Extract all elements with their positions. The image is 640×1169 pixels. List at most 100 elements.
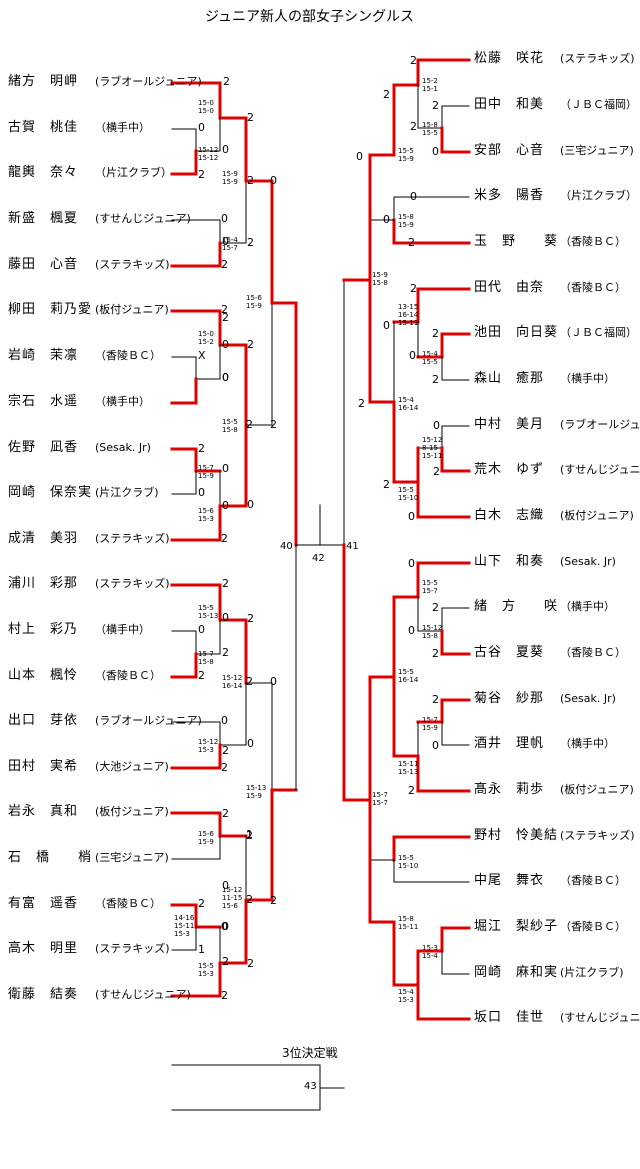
game-scores: 13-15 16-14 15-11 — [398, 303, 419, 327]
game-scores: 15-11 15-13 — [398, 760, 419, 776]
round-score: 0 — [408, 557, 415, 570]
player-name: 玉 野 葵 — [474, 234, 559, 249]
game-scores: 15-5 15-10 — [398, 486, 419, 502]
round-score: 2 — [247, 612, 254, 625]
player-club: (ステラキッズ) — [95, 942, 170, 955]
round-score: 2 — [410, 54, 417, 67]
round-score: 2 — [358, 397, 365, 410]
round-score: 2 — [410, 282, 417, 295]
player-name: 安部 心音 — [474, 143, 545, 158]
round-score: X — [198, 349, 206, 362]
player-club: (Sesak. Jr) — [560, 555, 616, 568]
player-name: 中尾 舞衣 — [474, 873, 545, 888]
player-club: （香陵ＢＣ） — [560, 281, 626, 294]
player-club: （横手中） — [560, 600, 615, 613]
round-score: 0 — [247, 737, 254, 750]
player-club: （片江クラブ） — [560, 189, 637, 202]
match-number-third-place: 43 — [304, 1081, 317, 1092]
player-name: 池田 向日葵 — [474, 325, 559, 340]
player-name: 田村 実希 — [8, 759, 79, 774]
player-club: （香陵ＢＣ） — [560, 235, 626, 248]
player-name: 村上 彩乃 — [8, 622, 79, 637]
game-scores: 15-8 15-5 — [422, 121, 438, 137]
game-scores: 15-5 15-7 — [422, 579, 438, 595]
round-score: 0 — [408, 510, 415, 523]
player-name: 堀江 梨紗子 — [474, 919, 559, 934]
round-score: 0 — [432, 739, 439, 752]
round-score: 0 — [222, 235, 229, 248]
game-scores: 15-0 15-2 — [198, 330, 214, 346]
round-score: 2 — [432, 327, 439, 340]
player-club: （横手中） — [95, 623, 150, 636]
player-club: (三宅ジュニア) — [95, 851, 169, 864]
game-scores: 15-4 15-5 — [422, 350, 438, 366]
round-score: 2 — [432, 601, 439, 614]
game-scores: 15-9 15-9 — [222, 170, 238, 186]
player-name: 菊谷 紗那 — [474, 691, 545, 706]
round-score: 2 — [247, 957, 254, 970]
game-scores: 15-12 15-8 — [422, 624, 443, 640]
game-scores: 15-7 15-7 — [372, 791, 388, 807]
player-name: 緒方 明岬 — [8, 74, 79, 89]
player-club: (板付ジュニア) — [560, 783, 634, 796]
player-club: (ステラキッズ) — [95, 258, 170, 271]
page-title: ジュニア新人の部女子シングルス — [205, 9, 415, 25]
player-name: 田代 由奈 — [474, 280, 545, 295]
game-scores: 15-12 11-15 15-6 — [222, 886, 243, 910]
game-scores: 15-12 15-3 — [198, 738, 219, 754]
round-score: 0 — [222, 499, 229, 512]
player-club: (片江クラブ) — [560, 966, 624, 979]
player-club: (板付ジュニア) — [560, 509, 634, 522]
game-scores: 15-7 15-9 — [198, 464, 214, 480]
round-score: 0 — [222, 920, 229, 933]
round-score: 0 — [221, 714, 228, 727]
game-scores: 15-13 15-9 — [246, 784, 267, 800]
round-score: 2 — [247, 174, 254, 187]
round-score: 0 — [222, 371, 229, 384]
player-name: 衛藤 結奏 — [8, 987, 79, 1002]
game-scores: 15-5 15-13 — [198, 604, 219, 620]
player-name: 宗石 水遥 — [8, 394, 79, 409]
game-scores: 15-12 16-14 — [222, 674, 243, 690]
player-club: (板付ジュニア) — [95, 303, 169, 316]
match-number-left-semi: 40 — [280, 541, 293, 552]
player-name: 石 橋 梢 — [8, 850, 93, 865]
player-name: 有富 遥香 — [8, 896, 79, 911]
round-score: 0 — [222, 879, 229, 892]
round-score: 0 — [270, 675, 277, 688]
player-club: (すせんじジュニア) — [95, 212, 191, 225]
round-score: 2 — [221, 761, 228, 774]
player-name: 山下 和奏 — [474, 554, 545, 569]
player-club: (片江クラブ) — [95, 486, 159, 499]
player-name: 出口 芽依 — [8, 713, 79, 728]
match-number-final: 42 — [312, 553, 325, 564]
round-score: 2 — [222, 807, 229, 820]
round-score: 2 — [221, 303, 228, 316]
player-name: 藤田 心音 — [8, 257, 79, 272]
game-scores: 15-6 15-3 — [198, 507, 214, 523]
game-scores: 15-7 15-9 — [422, 716, 438, 732]
round-score: 0 — [198, 121, 205, 134]
round-score: 0 — [247, 498, 254, 511]
player-name: 中村 美月 — [474, 417, 545, 432]
round-score: 2 — [432, 693, 439, 706]
player-name: 白木 志織 — [474, 508, 545, 523]
round-score: 2 — [432, 647, 439, 660]
round-score: 2 — [222, 955, 229, 968]
round-score: 2 — [222, 311, 229, 324]
round-score: 0 — [198, 486, 205, 499]
player-club: （片江クラブ） — [95, 166, 172, 179]
round-score: 0 — [221, 212, 228, 225]
round-score: 0 — [383, 319, 390, 332]
player-club: （香陵ＢＣ） — [560, 920, 626, 933]
player-club: (三宅ジュニア) — [560, 144, 634, 157]
game-scores: 15-12 15-12 — [198, 146, 219, 162]
round-score: 2 — [222, 744, 229, 757]
player-club: (ステラキッズ) — [95, 577, 170, 590]
round-score: 2 — [246, 829, 253, 842]
round-score: 0 — [222, 371, 229, 384]
round-score: 2 — [383, 88, 390, 101]
player-name: 野村 怜美結 — [474, 828, 559, 843]
game-scores: 15-5 16-14 — [398, 668, 419, 684]
